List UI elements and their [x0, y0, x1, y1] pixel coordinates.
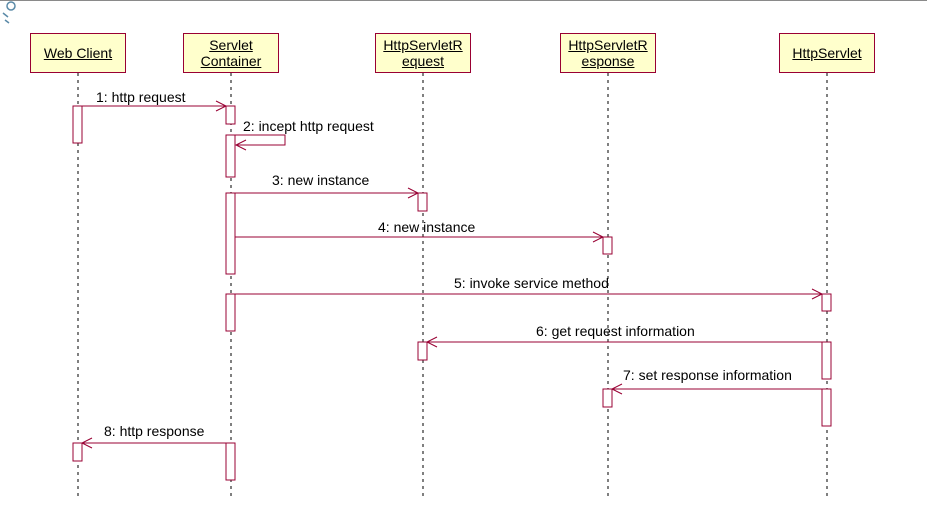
- message-line: [235, 134, 286, 146]
- message-4[interactable]: 4: new instance: [235, 219, 605, 243]
- message-label: 2: incept http request: [243, 118, 374, 134]
- message-5[interactable]: 5: invoke service method: [235, 275, 824, 300]
- activation-bar: [821, 341, 832, 380]
- participant-label-line: HttpServletR: [568, 37, 648, 53]
- participant-label-line: Container: [200, 53, 262, 69]
- arrowhead-icon: [234, 139, 247, 151]
- participant-label: Web Client: [44, 45, 112, 61]
- diagram-corner-icon: [2, 1, 16, 24]
- participant-http-servlet-request[interactable]: HttpServletR equest: [375, 33, 471, 73]
- message-label: 7: set response information: [623, 367, 792, 383]
- message-2[interactable]: 2: incept http request: [234, 118, 374, 151]
- top-border-line: [0, 0, 927, 1]
- participant-label-line: equest: [401, 53, 445, 69]
- activation-bar: [821, 293, 832, 312]
- message-7[interactable]: 7: set response information: [610, 367, 822, 395]
- participant-http-servlet-response[interactable]: HttpServletR esponse: [560, 33, 656, 73]
- message-label: 8: http response: [104, 423, 205, 439]
- message-1[interactable]: 1: http request: [82, 89, 228, 112]
- message-label: 5: invoke service method: [454, 275, 609, 291]
- activation-bars-group: [72, 105, 832, 481]
- participant-label-line: esponse: [581, 53, 635, 69]
- arrowhead-icon: [407, 187, 420, 199]
- participant-servlet-container[interactable]: Servlet Container: [183, 33, 279, 73]
- participant-label-line: HttpServlet: [792, 45, 862, 61]
- arrowhead-icon: [811, 288, 824, 300]
- activation-bar: [225, 442, 236, 481]
- message-label: 1: http request: [96, 89, 186, 105]
- activation-bar: [72, 442, 83, 462]
- activation-bar: [225, 192, 236, 275]
- arrowhead-icon: [425, 336, 438, 348]
- messages-group: 1: http request 2: incept http request 3…: [80, 89, 824, 449]
- arrowhead-icon: [215, 100, 228, 112]
- message-label: 3: new instance: [272, 172, 369, 188]
- message-8[interactable]: 8: http response: [80, 423, 226, 449]
- activation-bar: [225, 293, 236, 332]
- activation-bar: [72, 105, 83, 144]
- activation-bar: [602, 388, 613, 408]
- participant-label-line: HttpServletR: [383, 37, 463, 53]
- participant-web-client[interactable]: Web Client: [30, 33, 126, 73]
- message-label: 6: get request information: [536, 323, 695, 339]
- activation-bar: [602, 236, 613, 255]
- message-3[interactable]: 3: new instance: [235, 172, 420, 199]
- activation-bar: [225, 134, 236, 178]
- activation-bar: [417, 341, 428, 361]
- message-6[interactable]: 6: get request information: [425, 323, 822, 348]
- participant-label-line: Servlet: [209, 37, 253, 53]
- activation-bar: [225, 105, 236, 125]
- arrowhead-icon: [592, 231, 605, 243]
- message-label: 4: new instance: [378, 219, 475, 235]
- activation-bar: [417, 192, 428, 212]
- participant-http-servlet[interactable]: HttpServlet: [779, 33, 875, 73]
- arrowhead-icon: [80, 437, 93, 449]
- arrowhead-icon: [610, 383, 623, 395]
- activation-bar: [821, 388, 832, 427]
- participant-label-line: Web Client: [43, 45, 113, 61]
